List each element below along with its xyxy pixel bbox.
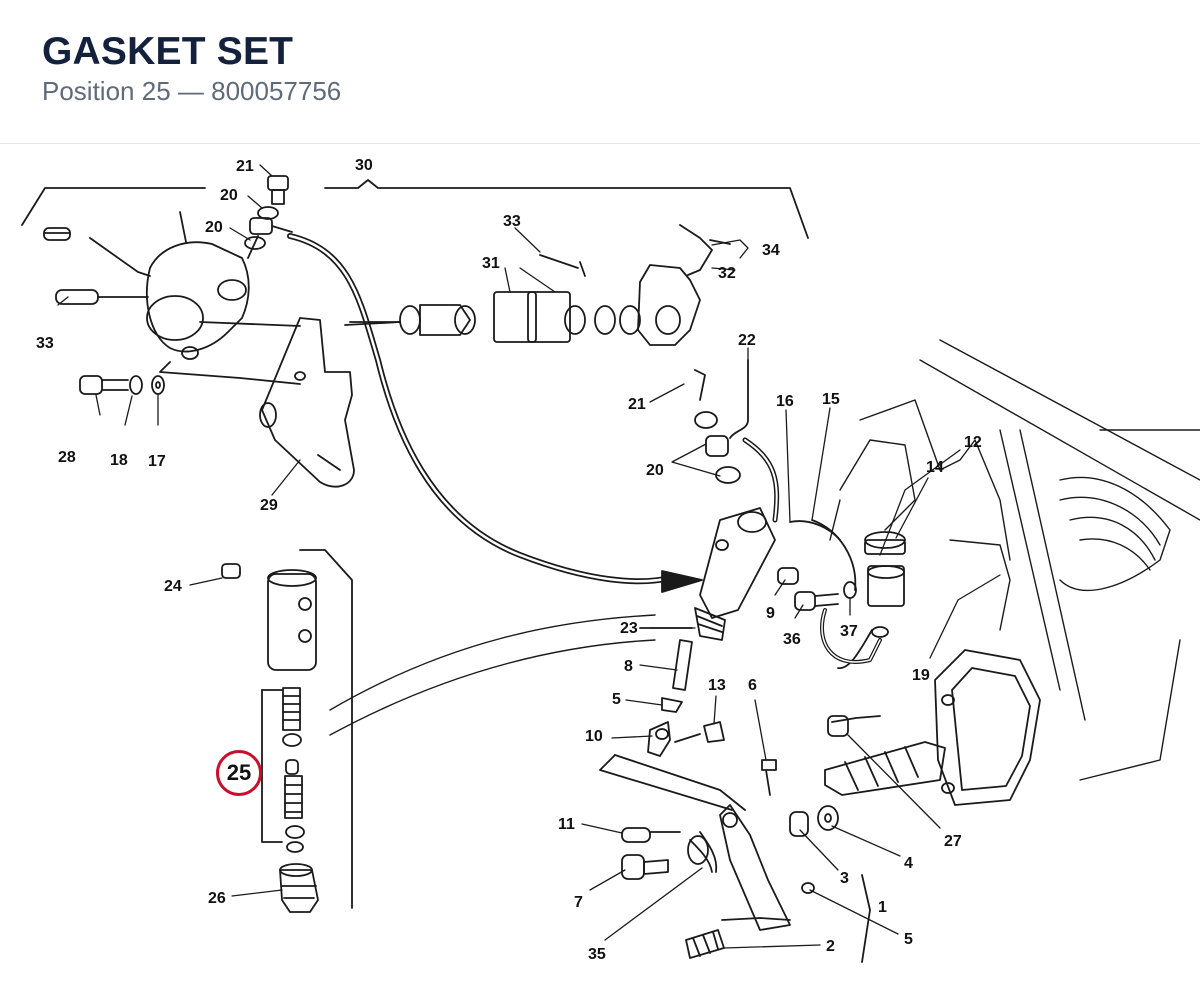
callout-20: 20 [646,462,664,479]
callout-3: 3 [840,870,849,887]
separator: — [177,76,204,106]
pushrod-linkage [599,639,777,811]
callout-13: 13 [708,677,726,694]
carrier-bracket [159,317,401,488]
callout-2: 2 [826,938,835,955]
banjo-fittings-top [244,175,293,250]
header: GASKET SET Position 25 — 800057756 [0,0,1200,144]
callout-24: 24 [164,578,182,595]
callout-26: 26 [208,890,226,907]
hydraulic-hose [287,233,703,736]
callout-21: 21 [628,396,646,413]
callout-27: 27 [944,833,962,850]
caliper-half [539,224,731,346]
callout-15: 15 [822,391,840,408]
brake-pedal [621,804,839,959]
callout-10: 10 [585,728,603,745]
page-subtitle: Position 25 — 800057756 [42,76,341,107]
callout-19: 19 [912,667,930,684]
callout-9: 9 [766,605,775,622]
callout-28: 28 [58,449,76,466]
fluid-reservoir [789,519,906,669]
callout-37: 37 [840,623,858,640]
frame [829,339,1200,781]
callout-20: 20 [220,187,238,204]
highlighted-position-number: 25 [226,760,252,785]
callout-7: 7 [574,894,583,911]
callout-36: 36 [783,631,801,648]
highlight-ring [216,750,262,796]
mount-bolts-left [79,375,165,395]
master-cylinder [639,507,776,641]
callout-5: 5 [612,691,621,708]
slave-cylinder [221,563,319,913]
highlighted-position-badge[interactable]: 25 [216,750,262,796]
callout-34: 34 [762,242,780,259]
pistons-pads [349,291,641,343]
callout-11: 11 [558,816,575,833]
callout-1: 1 [878,899,887,916]
callout-6: 6 [748,677,757,694]
callout-5: 5 [904,931,913,948]
callout-12: 12 [964,434,982,451]
mount-bolts-right [777,567,857,611]
callout-14: 14 [926,459,944,476]
exploded-parts-diagram: 21 30 20 20 33 31 34 32 33 28 18 17 29 2… [21,157,1200,963]
brake-line-22 [694,359,780,523]
callout-35: 35 [588,946,606,963]
callout-22: 22 [738,332,756,349]
position-number: 25 [141,76,171,106]
callout-18: 18 [110,452,128,469]
callout-23: 23 [620,620,638,637]
rear-caliper [43,211,259,360]
footrest-plate [824,649,1041,806]
callout-8: 8 [624,658,633,675]
callout-4: 4 [904,855,913,872]
callout-29: 29 [260,497,278,514]
callout-16: 16 [776,393,794,410]
callout-30: 30 [355,157,373,174]
callout-31: 31 [482,255,500,272]
group-brackets [21,179,871,963]
part-number: 800057756 [211,76,342,106]
callout-33: 33 [503,213,521,230]
callout-32: 32 [718,265,736,282]
callout-33: 33 [36,335,54,352]
position-label: Position [42,76,135,106]
leader-lines [57,164,1001,949]
callout-17: 17 [148,453,166,470]
page-title: GASKET SET [42,30,294,73]
callout-21: 21 [236,158,254,175]
callout-labels: 21 30 20 20 33 31 34 32 33 28 18 17 29 2… [36,157,982,963]
callout-20: 20 [205,219,223,236]
